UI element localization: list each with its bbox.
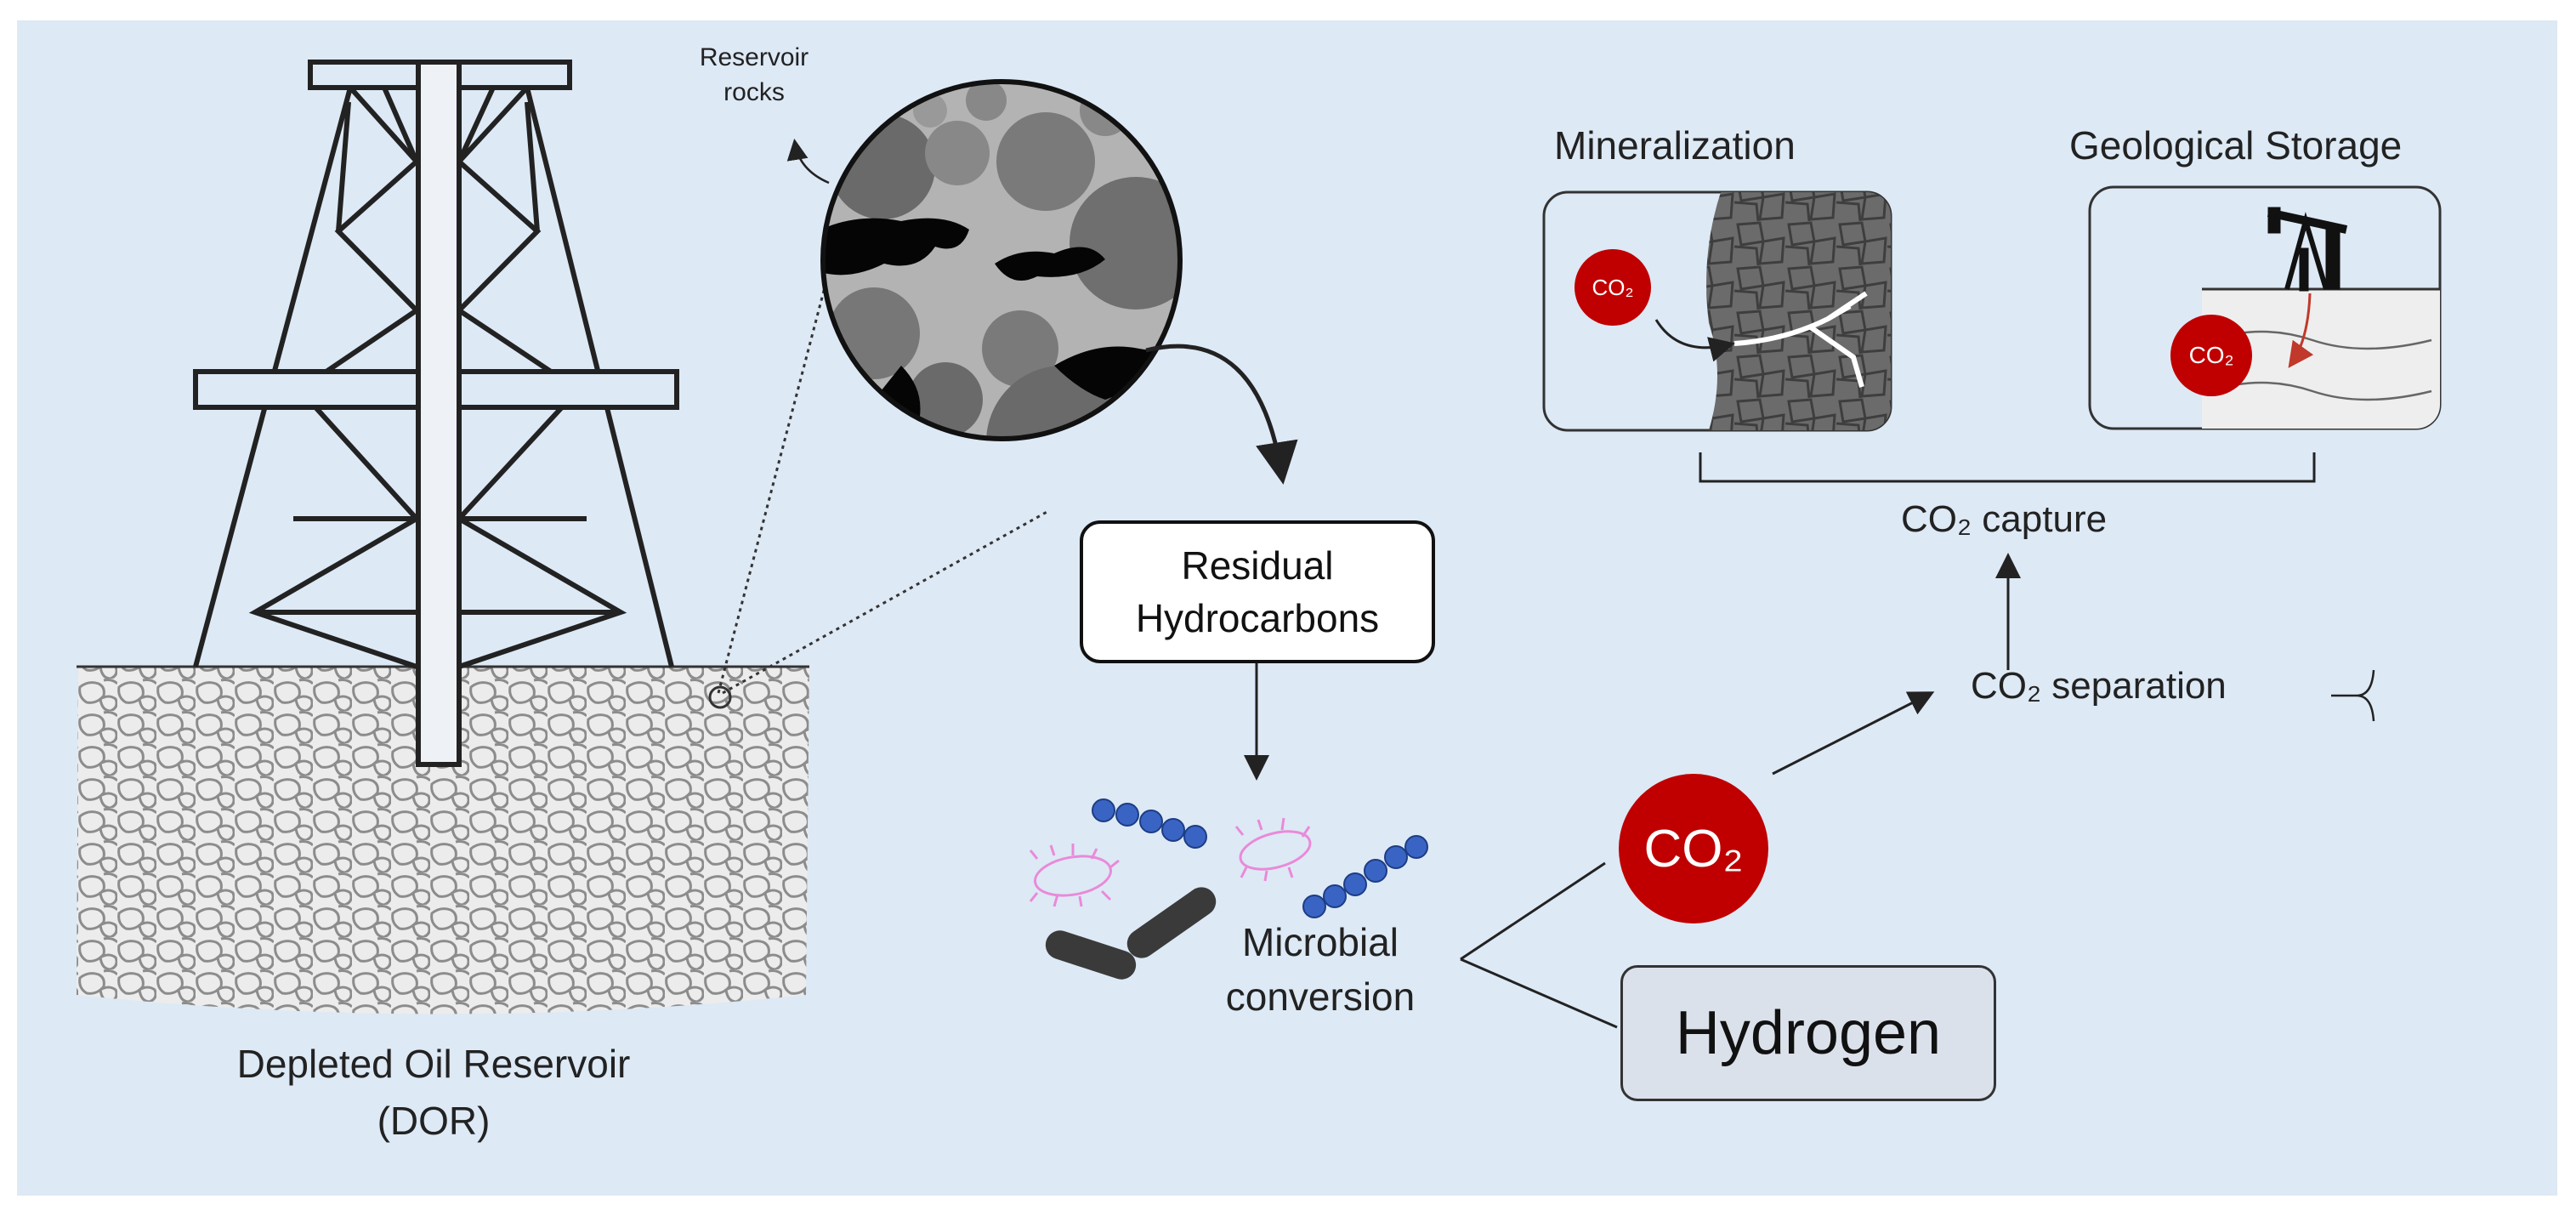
bacteria-cluster-icon: [1029, 798, 1428, 980]
co2-capture-label: CO₂ capture: [1901, 498, 2108, 540]
hydrogen-box: Hydrogen: [1620, 965, 1996, 1101]
co2-main-label: CO₂: [1643, 819, 1744, 878]
depleted-oil-reservoir-label: Depleted Oil Reservoir (DOR): [136, 1036, 731, 1149]
zoom-lines: [717, 254, 1051, 695]
co2-label: CO₂: [2188, 342, 2234, 368]
co2-circle-mineralization: CO₂: [1575, 249, 1651, 326]
hydrogen-label: Hydrogen: [1675, 999, 1942, 1067]
co2-label: CO₂: [1592, 274, 1634, 300]
reservoir-rocks-line-1: Reservoir: [699, 43, 809, 71]
residual-line-2: Hydrocarbons: [1135, 596, 1380, 640]
microbial-line-2: conversion: [1225, 975, 1416, 1020]
co2-circle-main: CO₂: [1619, 774, 1768, 923]
rock-magnifier-icon: [820, 79, 1183, 441]
depleted-line-2: (DOR): [377, 1098, 491, 1143]
co2-circle-storage: CO₂: [2170, 315, 2252, 396]
pumpjack-icon: [2267, 207, 2348, 292]
geological-storage-panel: [2088, 185, 2442, 430]
co2-separation-label: CO₂ separation: [1971, 665, 2227, 707]
oil-derrick-icon: [193, 60, 679, 767]
reservoir-rocks-label: Reservoir rocks: [682, 41, 826, 110]
reservoir-rocks-line-2: rocks: [723, 77, 785, 106]
zoom-origin: [708, 685, 732, 709]
residual-line-1: Residual: [1181, 543, 1334, 588]
mineralization-label: Mineralization: [1554, 123, 1796, 168]
residual-hydrocarbons-box: Residual Hydrocarbons: [1080, 520, 1435, 663]
microbial-line-1: Microbial: [1241, 920, 1399, 964]
geological-storage-label: Geological Storage: [2069, 123, 2403, 168]
microbial-conversion-label: Microbial conversion: [1172, 915, 1469, 1025]
mineralization-panel: [1542, 190, 1892, 432]
arrows: [786, 139, 2375, 1029]
depleted-line-1: Depleted Oil Reservoir: [236, 1042, 631, 1086]
